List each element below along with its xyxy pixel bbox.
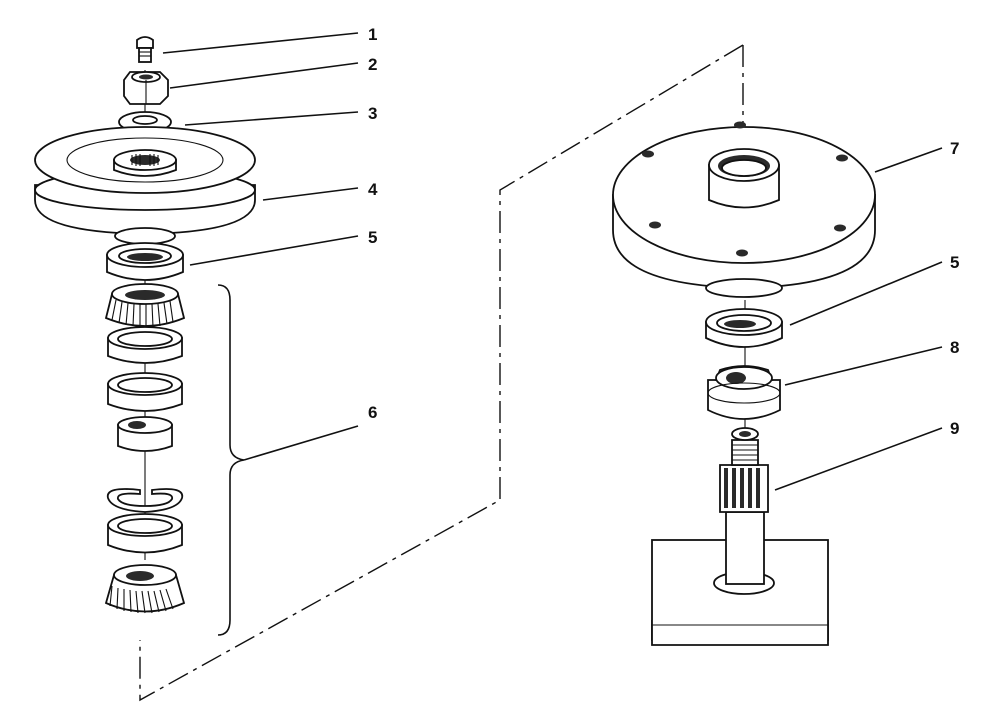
callout-5: 5 bbox=[368, 228, 377, 247]
callout-numbers: 1 2 3 4 5 6 7 5 8 9 bbox=[368, 25, 959, 438]
spindle-housing bbox=[612, 121, 876, 298]
leader-2 bbox=[169, 62, 359, 89]
grease-fitting bbox=[136, 36, 154, 63]
seal-right bbox=[705, 308, 783, 348]
mounting-holes bbox=[642, 121, 848, 257]
callout-5b: 5 bbox=[950, 253, 959, 272]
seal-left bbox=[106, 242, 184, 281]
callout-2: 2 bbox=[368, 55, 377, 74]
leader-4 bbox=[262, 187, 359, 201]
callout-7: 7 bbox=[950, 139, 959, 158]
leader-6 bbox=[243, 425, 359, 461]
leader-7 bbox=[874, 147, 943, 173]
leader-9 bbox=[774, 427, 943, 491]
pulley bbox=[34, 126, 256, 245]
callout-9: 9 bbox=[950, 419, 959, 438]
callout-6: 6 bbox=[368, 403, 377, 422]
leader-1 bbox=[162, 32, 359, 54]
callout-3: 3 bbox=[368, 104, 377, 123]
leader-3 bbox=[184, 111, 359, 126]
callout-1: 1 bbox=[368, 25, 377, 44]
left-stack bbox=[34, 36, 256, 636]
leader-lines bbox=[162, 32, 943, 491]
leader-8 bbox=[784, 346, 943, 386]
bearing-assembly bbox=[104, 283, 245, 636]
callout-4: 4 bbox=[368, 180, 378, 199]
leader-5 bbox=[189, 235, 359, 266]
spindle-shaft bbox=[651, 427, 829, 646]
hex-nut bbox=[123, 71, 169, 105]
right-stack bbox=[612, 121, 876, 646]
callout-8: 8 bbox=[950, 338, 959, 357]
leader-5b bbox=[789, 261, 943, 326]
bearing-cone bbox=[707, 365, 781, 420]
